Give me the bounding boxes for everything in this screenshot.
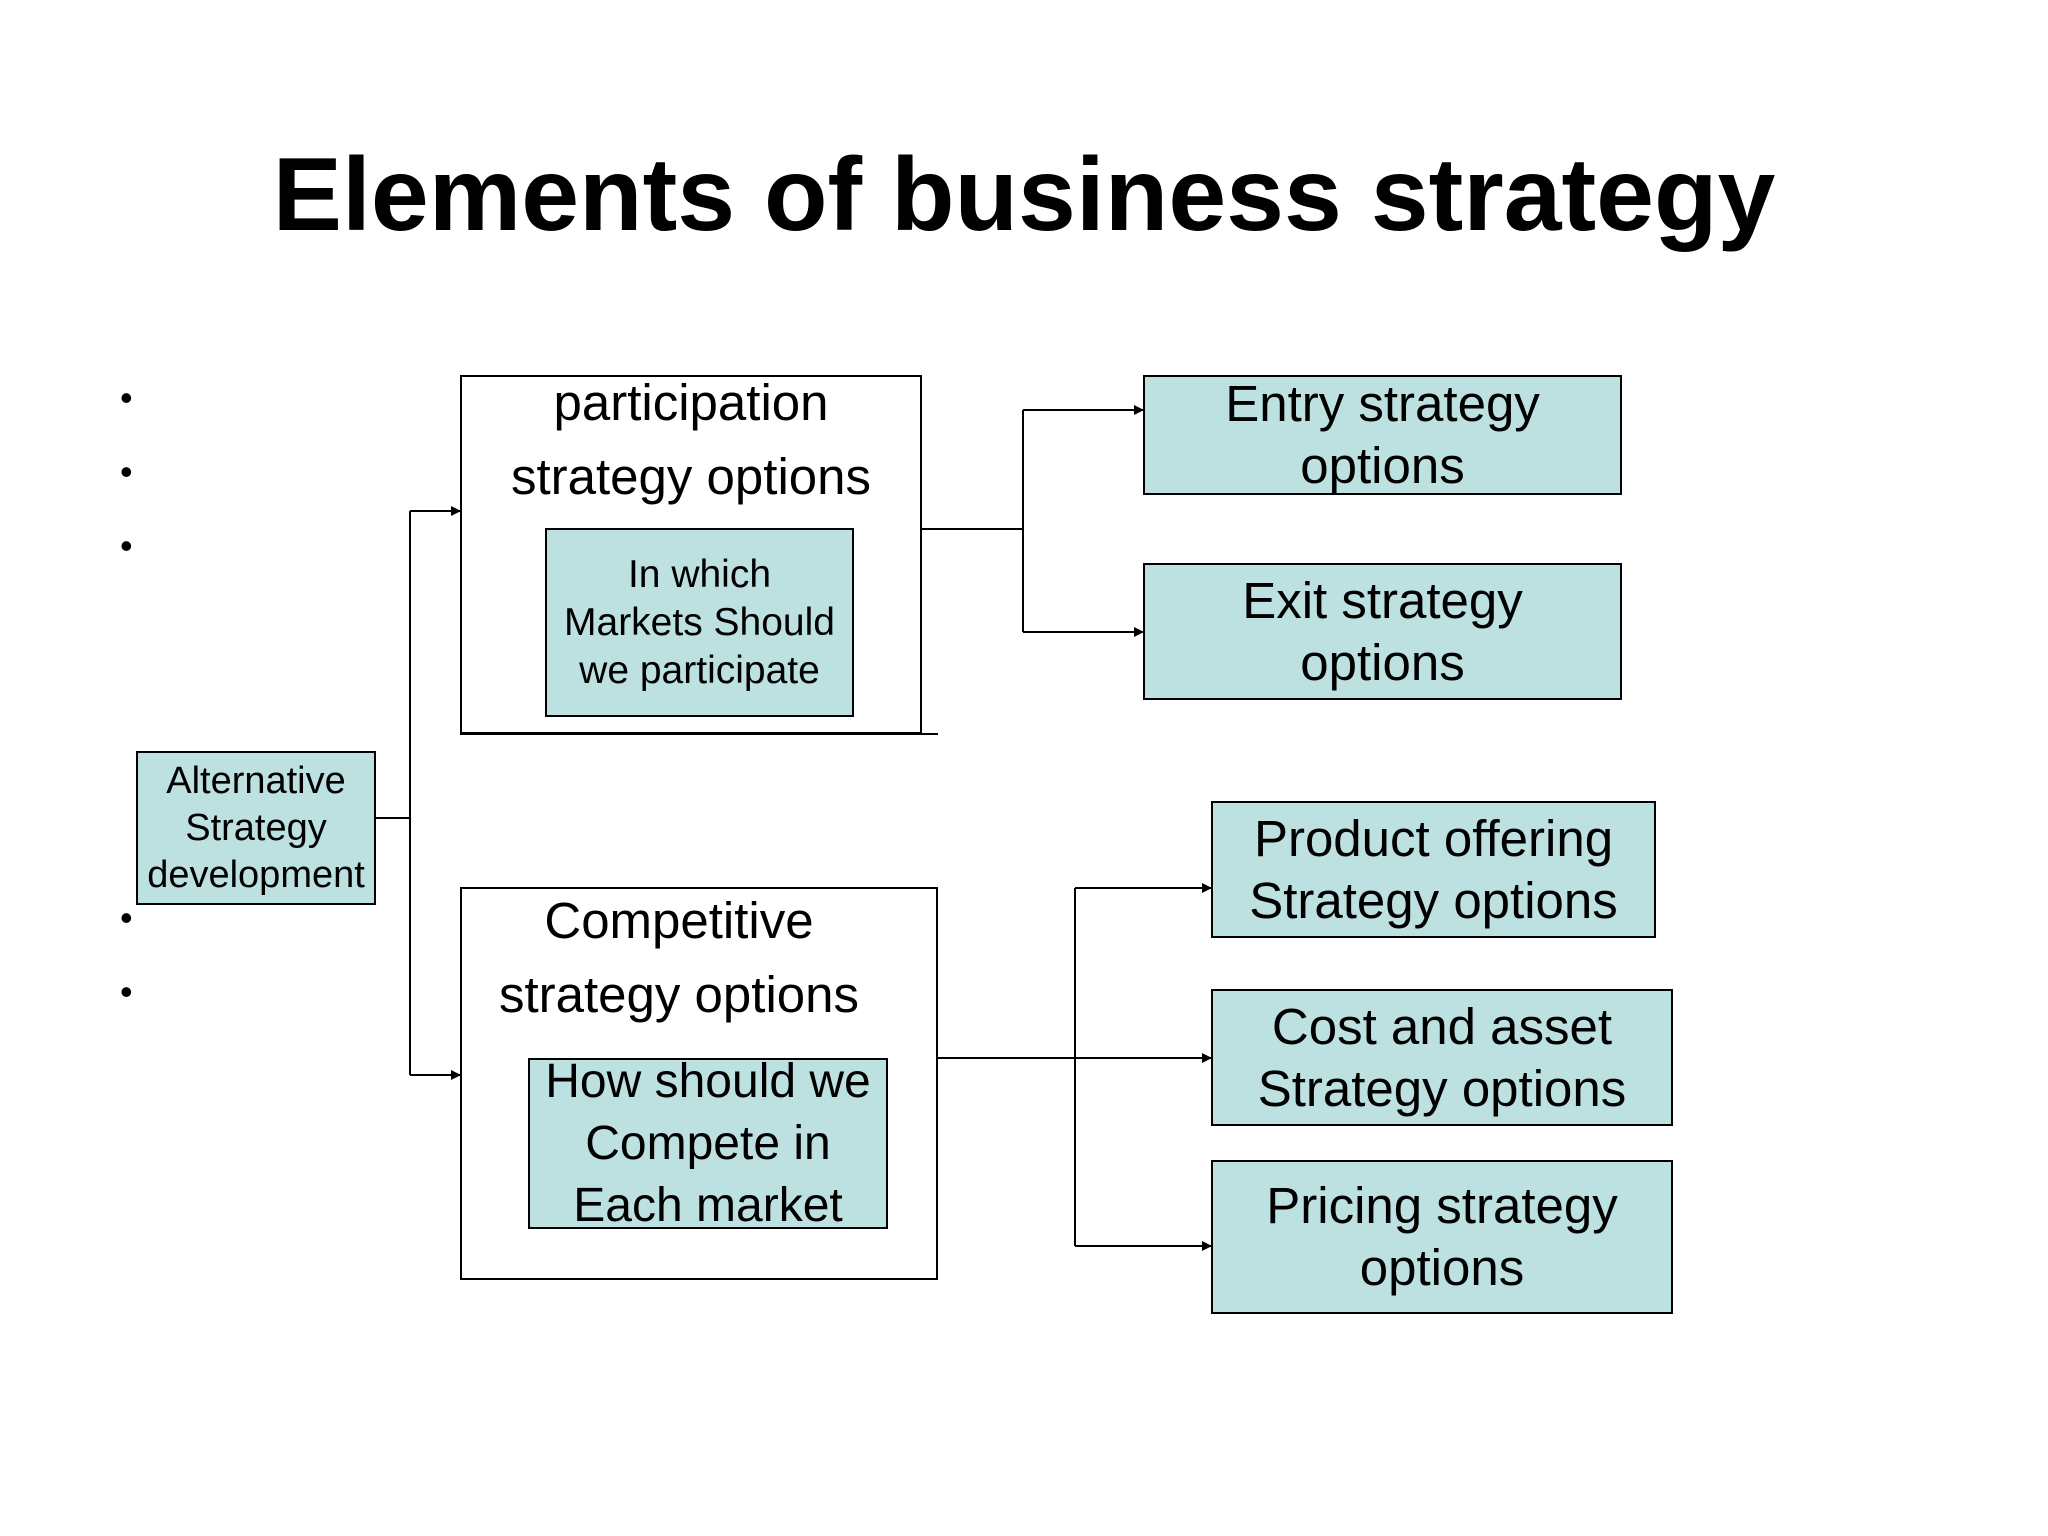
slide-title: Elements of business strategy — [272, 137, 1776, 253]
root-node-box: Alternative Strategy development — [136, 751, 376, 905]
exit-strategy-box: Exit strategy options — [1143, 563, 1622, 700]
cost-asset-box: Cost and asset Strategy options — [1211, 989, 1673, 1126]
bullet-marker: • — [120, 525, 133, 566]
participation-inner-box: In which Markets Should we participate — [545, 528, 854, 717]
competitive-inner-label: How should we Compete in Each market — [545, 1054, 871, 1232]
bullet-marker: • — [120, 451, 133, 492]
bullet-marker: • — [120, 897, 133, 938]
entry-strategy-label: Entry strategy options — [1225, 375, 1540, 494]
competitive-frame-label: Competitive strategy options — [498, 892, 860, 1023]
competitive-inner-box: How should we Compete in Each market — [528, 1055, 888, 1232]
root-node-label: Alternative Strategy development — [147, 759, 365, 896]
pricing-strategy-label: Pricing strategy options — [1266, 1177, 1618, 1296]
pricing-strategy-box: Pricing strategy options — [1211, 1160, 1673, 1314]
entry-strategy-box: Entry strategy options — [1143, 375, 1622, 495]
bullet-marker: • — [120, 377, 133, 418]
exit-strategy-label: Exit strategy options — [1242, 571, 1523, 691]
product-offering-label: Product offering Strategy options — [1249, 809, 1618, 929]
cost-asset-label: Cost and asset Strategy options — [1257, 997, 1627, 1117]
bullet-marker: • — [120, 971, 133, 1012]
product-offering-box: Product offering Strategy options — [1211, 801, 1656, 938]
participation-frame-label: participation strategy options — [510, 374, 872, 505]
participation-inner-label: In which Markets Should we participate — [564, 552, 835, 692]
